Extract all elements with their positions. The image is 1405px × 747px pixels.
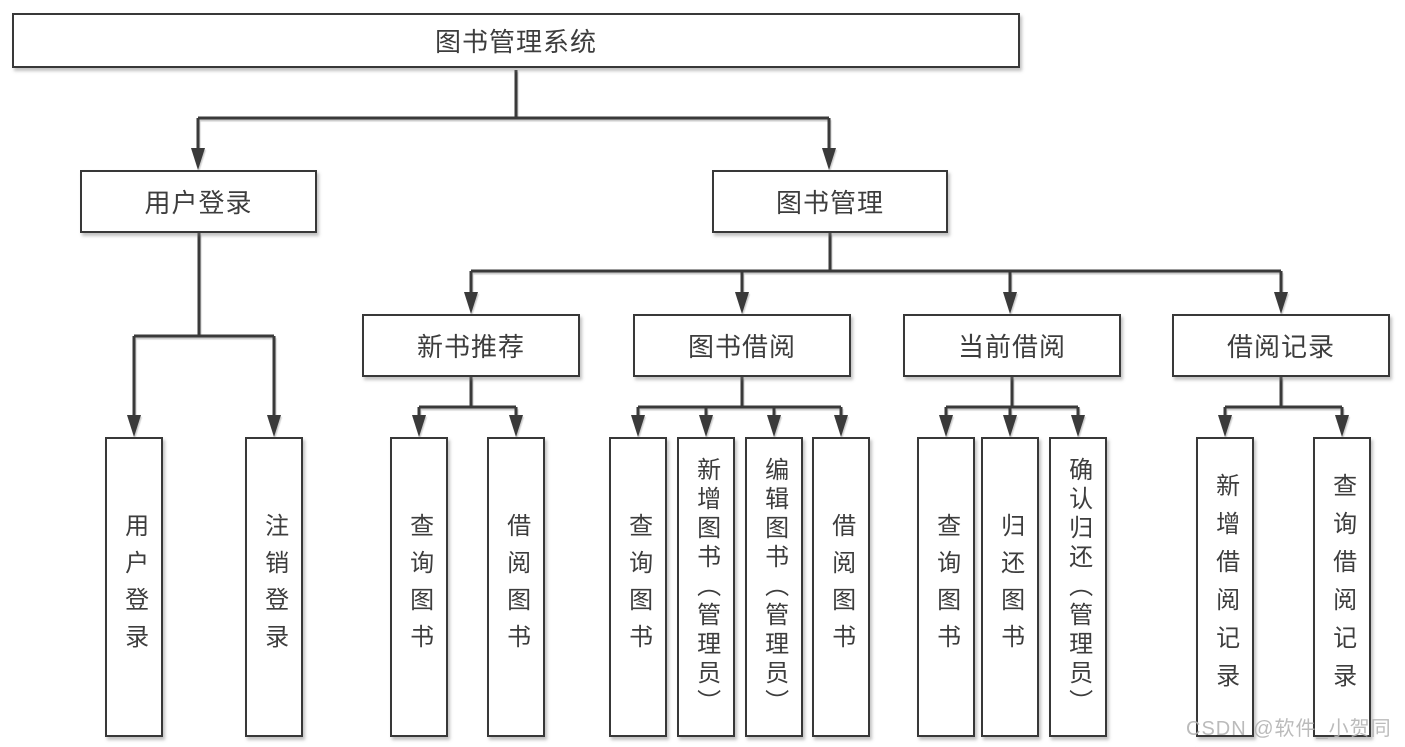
node-borrow-records: 借阅记录	[1172, 314, 1390, 377]
leaf-return-book: 归还图书	[981, 437, 1039, 737]
node-new-book-recommend: 新书推荐	[362, 314, 580, 377]
leaf-query-borrow-record: 查询借阅记录	[1313, 437, 1371, 737]
node-book-borrow: 图书借阅	[633, 314, 851, 377]
leaf-user-login: 用户登录	[105, 437, 163, 737]
connector-newbook-to-leaves	[417, 377, 518, 423]
node-current-borrow: 当前借阅	[903, 314, 1121, 377]
leaf-edit-book-admin: 编辑图书（管理员）	[745, 437, 803, 737]
connector-bookmgmt-to-level3	[469, 233, 1283, 300]
leaf-add-borrow-record: 新增借阅记录	[1196, 437, 1254, 737]
connector-bookborrow-to-leaves	[636, 377, 843, 423]
leaf-query-books-2: 查询图书	[609, 437, 667, 737]
connector-userlogin-to-leaves	[132, 233, 276, 423]
node-library-system: 图书管理系统	[12, 13, 1020, 68]
connector-borrowrecord-to-leaves	[1223, 377, 1344, 423]
arrowheads	[127, 148, 1349, 437]
leaf-confirm-return-admin: 确认归还（管理员）	[1049, 437, 1107, 737]
leaf-query-books-3: 查询图书	[917, 437, 975, 737]
leaf-borrow-books-1: 借阅图书	[487, 437, 545, 737]
leaf-logout: 注销登录	[245, 437, 303, 737]
leaf-query-books-1: 查询图书	[390, 437, 448, 737]
csdn-watermark: CSDN @软件_小贺同学	[1186, 718, 1392, 740]
node-book-management: 图书管理	[712, 170, 948, 233]
connector-root-to-level2	[196, 70, 831, 156]
leaf-add-book-admin: 新增图书（管理员）	[677, 437, 735, 737]
node-user-login: 用户登录	[80, 170, 317, 233]
leaf-borrow-books-2: 借阅图书	[812, 437, 870, 737]
